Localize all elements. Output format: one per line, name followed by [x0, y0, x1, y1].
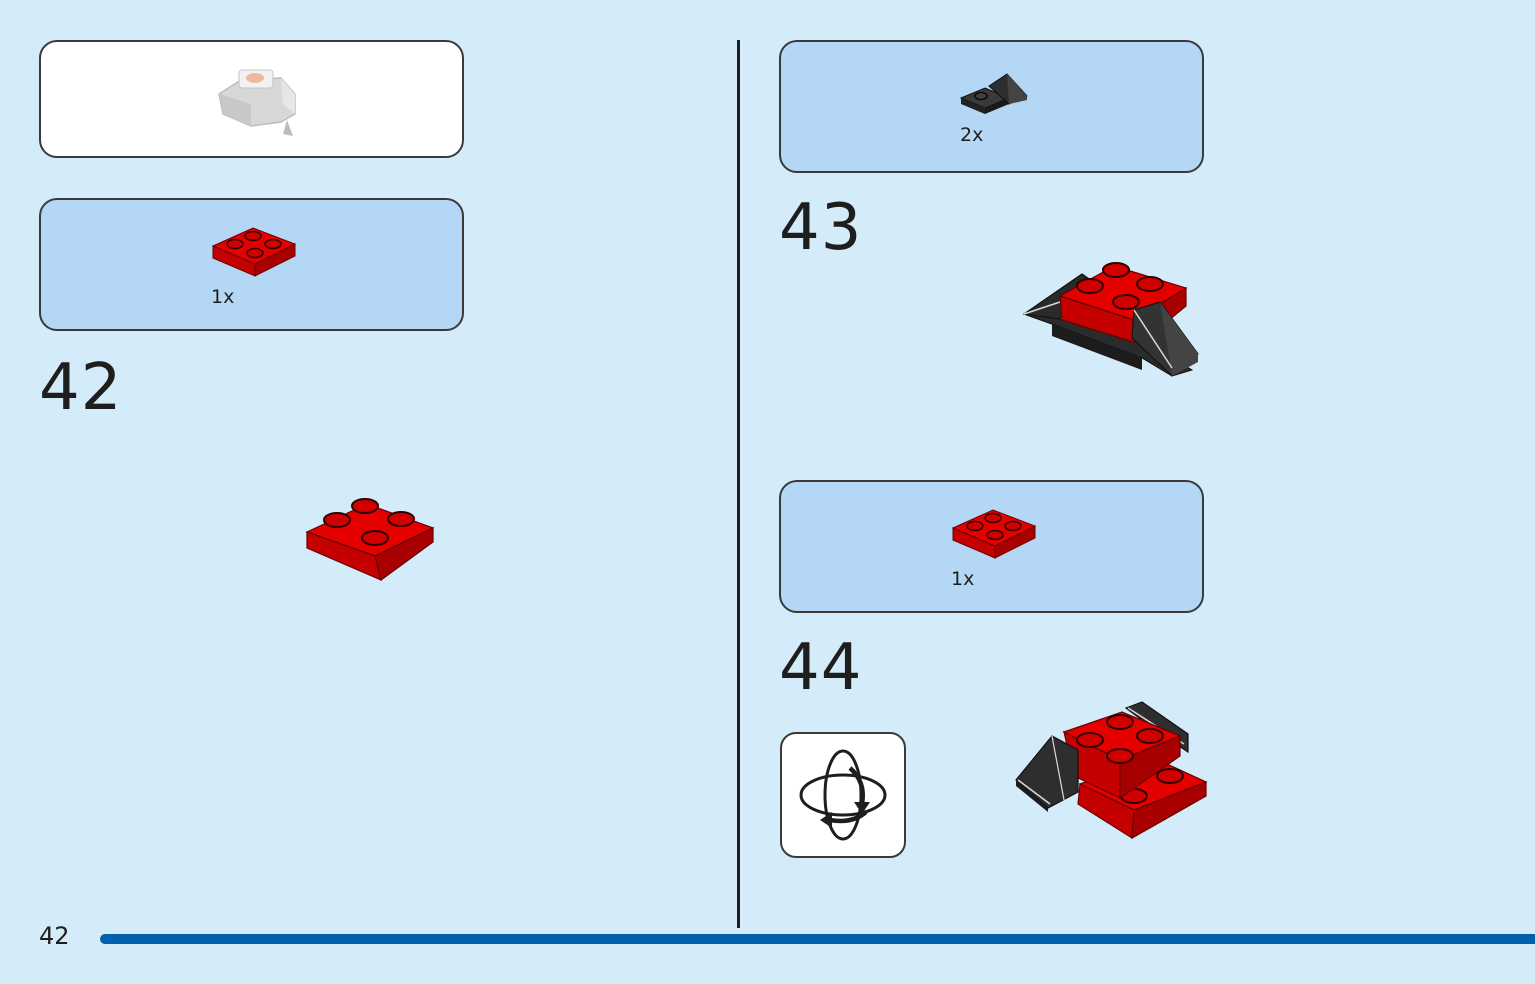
- faded-previous-assembly-icon: [218, 69, 296, 136]
- step-number-44: 44: [779, 631, 863, 705]
- red-2x2-plate-icon: [951, 509, 1037, 559]
- step-44-parts-panel: 1x: [779, 480, 1204, 613]
- part-quantity: 1x: [211, 286, 235, 308]
- stacked-red-plates-with-slopes-icon: [1015, 701, 1208, 840]
- part-quantity: 1x: [951, 568, 975, 590]
- step-42-result-icon: [305, 498, 435, 582]
- page-number: 42: [39, 922, 70, 950]
- red-plate-with-black-slopes-icon: [1022, 262, 1199, 377]
- rotate-hint-box: [780, 732, 906, 858]
- black-bracket-slope-icon: [959, 73, 1028, 114]
- part-quantity: 2x: [960, 124, 984, 146]
- step-43-parts-panel: 2x: [779, 40, 1204, 173]
- step-number-43: 43: [779, 191, 863, 265]
- rotate-model-icon: [799, 749, 887, 841]
- previous-assembly-panel: [39, 40, 464, 158]
- footer-accent-bar: [100, 934, 1535, 944]
- column-divider: [737, 40, 740, 928]
- step-42-parts-panel: 1x: [39, 198, 464, 331]
- red-2x2-plate-icon: [211, 227, 297, 277]
- step-number-42: 42: [39, 351, 123, 425]
